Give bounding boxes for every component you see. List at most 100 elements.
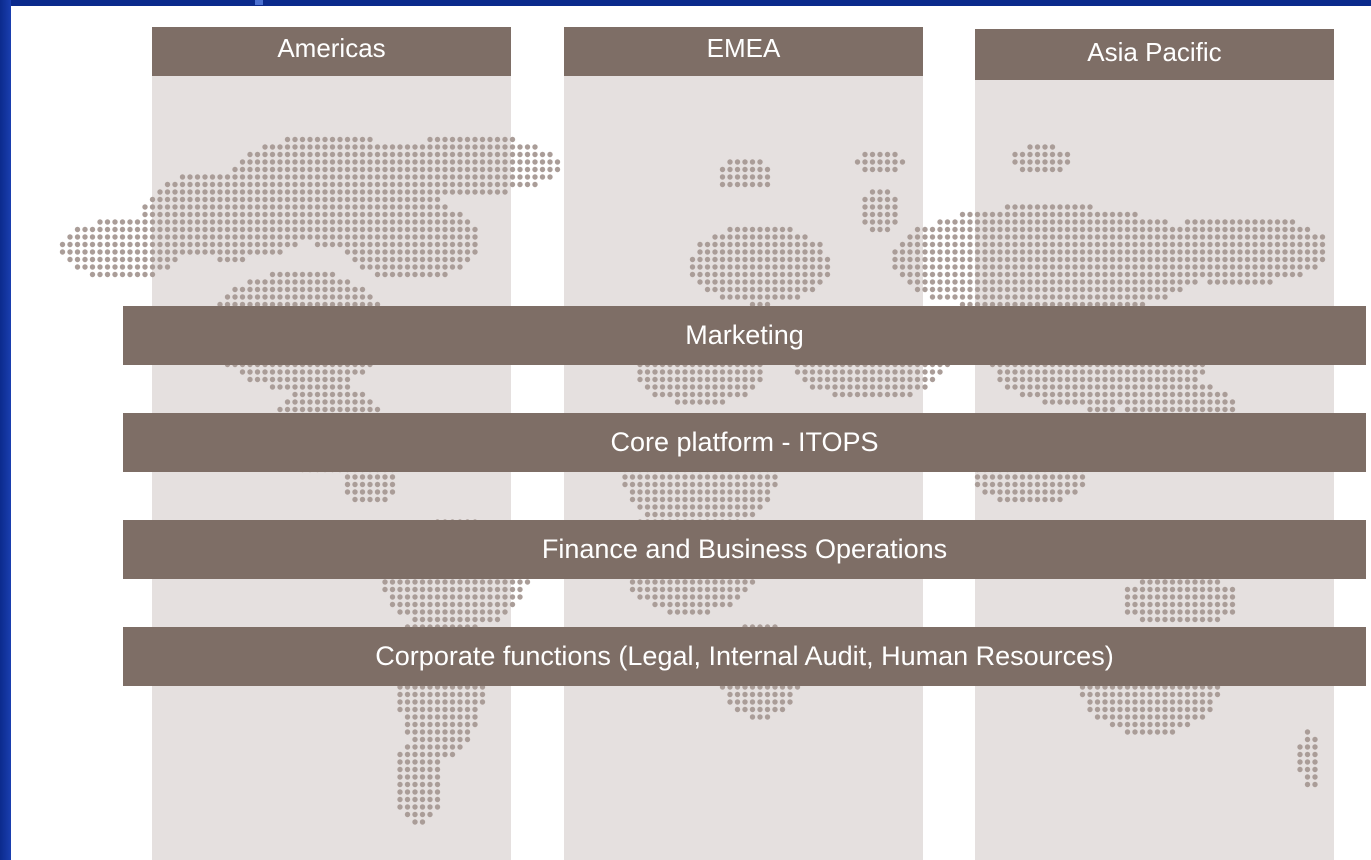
map-dot (397, 241, 403, 248)
function-band-core-platform: Core platform - ITOPS (123, 413, 1366, 472)
map-dot (337, 211, 343, 218)
map-dot (1252, 226, 1258, 233)
map-dot (824, 264, 831, 270)
map-dot (682, 489, 688, 495)
map-dot (914, 256, 921, 263)
map-dot (989, 301, 996, 308)
map-dot (404, 594, 411, 600)
map-dot (869, 219, 876, 225)
map-dot (757, 226, 763, 233)
map-dot (1079, 256, 1086, 263)
map-dot (884, 219, 891, 225)
map-dot (412, 789, 418, 795)
map-dot (352, 144, 358, 150)
map-dot (734, 481, 741, 488)
map-dot (74, 234, 81, 240)
map-dot (1079, 369, 1086, 375)
map-dot (412, 616, 418, 623)
map-dot (1049, 294, 1056, 300)
map-dot (292, 294, 298, 300)
map-dot (194, 241, 201, 248)
map-dot (1027, 279, 1033, 285)
map-dot (1199, 616, 1206, 623)
map-dot (704, 594, 711, 600)
map-dot (374, 234, 381, 240)
map-dot (674, 511, 681, 518)
map-dot (1139, 234, 1146, 240)
map-dot (434, 204, 441, 210)
map-dot (1147, 376, 1153, 383)
map-dot (487, 594, 493, 600)
map-dot (464, 586, 471, 593)
function-band-label: Core platform - ITOPS (610, 427, 879, 457)
map-dot (359, 189, 366, 195)
map-dot (487, 586, 493, 593)
map-dot (1132, 249, 1138, 255)
map-dot (1034, 159, 1041, 165)
map-dot (337, 241, 343, 248)
map-dot (292, 159, 298, 165)
map-dot (1177, 616, 1183, 623)
map-dot (427, 166, 433, 173)
map-dot (1124, 219, 1131, 225)
map-dot (1154, 729, 1161, 735)
map-dot (1117, 264, 1123, 270)
map-dot (1124, 256, 1131, 263)
map-dot (989, 211, 996, 218)
map-dot (749, 579, 756, 585)
map-dot (1004, 481, 1011, 488)
map-dot (412, 691, 418, 698)
map-dot (1244, 249, 1251, 255)
map-dot (329, 234, 336, 240)
map-dot (742, 174, 748, 180)
map-dot (1147, 699, 1153, 705)
map-dot (1079, 226, 1086, 233)
map-dot (457, 699, 463, 705)
map-dot (329, 286, 336, 293)
map-dot (674, 489, 681, 495)
map-dot (929, 369, 936, 375)
map-dot (472, 136, 478, 143)
map-dot (914, 384, 921, 390)
map-dot (374, 264, 381, 270)
map-dot (637, 504, 643, 510)
map-dot (299, 181, 306, 188)
map-dot (337, 189, 343, 195)
map-dot (914, 271, 921, 278)
map-dot (659, 504, 666, 510)
map-dot (1207, 616, 1213, 623)
map-dot (1064, 219, 1071, 225)
map-dot (284, 241, 291, 248)
map-dot (464, 151, 471, 158)
map-dot (674, 579, 681, 585)
map-dot (989, 241, 996, 248)
map-dot (697, 511, 703, 518)
map-dot (644, 474, 651, 480)
map-dot (247, 234, 253, 240)
map-dot (1094, 301, 1101, 308)
map-dot (1147, 391, 1153, 398)
map-dot (314, 406, 321, 413)
map-dot (1109, 376, 1116, 383)
map-dot (1027, 481, 1033, 488)
map-dot (277, 406, 283, 413)
map-dot (397, 774, 403, 780)
map-dot (494, 174, 501, 180)
map-dot (704, 586, 711, 593)
map-dot (742, 166, 748, 173)
map-dot (1117, 211, 1123, 218)
map-dot (1087, 249, 1093, 255)
map-dot (97, 226, 103, 233)
map-dot (1184, 241, 1191, 248)
map-dot (232, 226, 238, 233)
map-dot (442, 744, 448, 750)
map-dot (509, 601, 516, 608)
map-dot (239, 249, 246, 255)
map-dot (494, 144, 501, 150)
map-dot (307, 286, 313, 293)
map-dot (427, 211, 433, 218)
map-dot (547, 174, 553, 180)
map-dot (1087, 391, 1093, 398)
map-dot (359, 301, 366, 308)
map-dot (149, 204, 156, 210)
